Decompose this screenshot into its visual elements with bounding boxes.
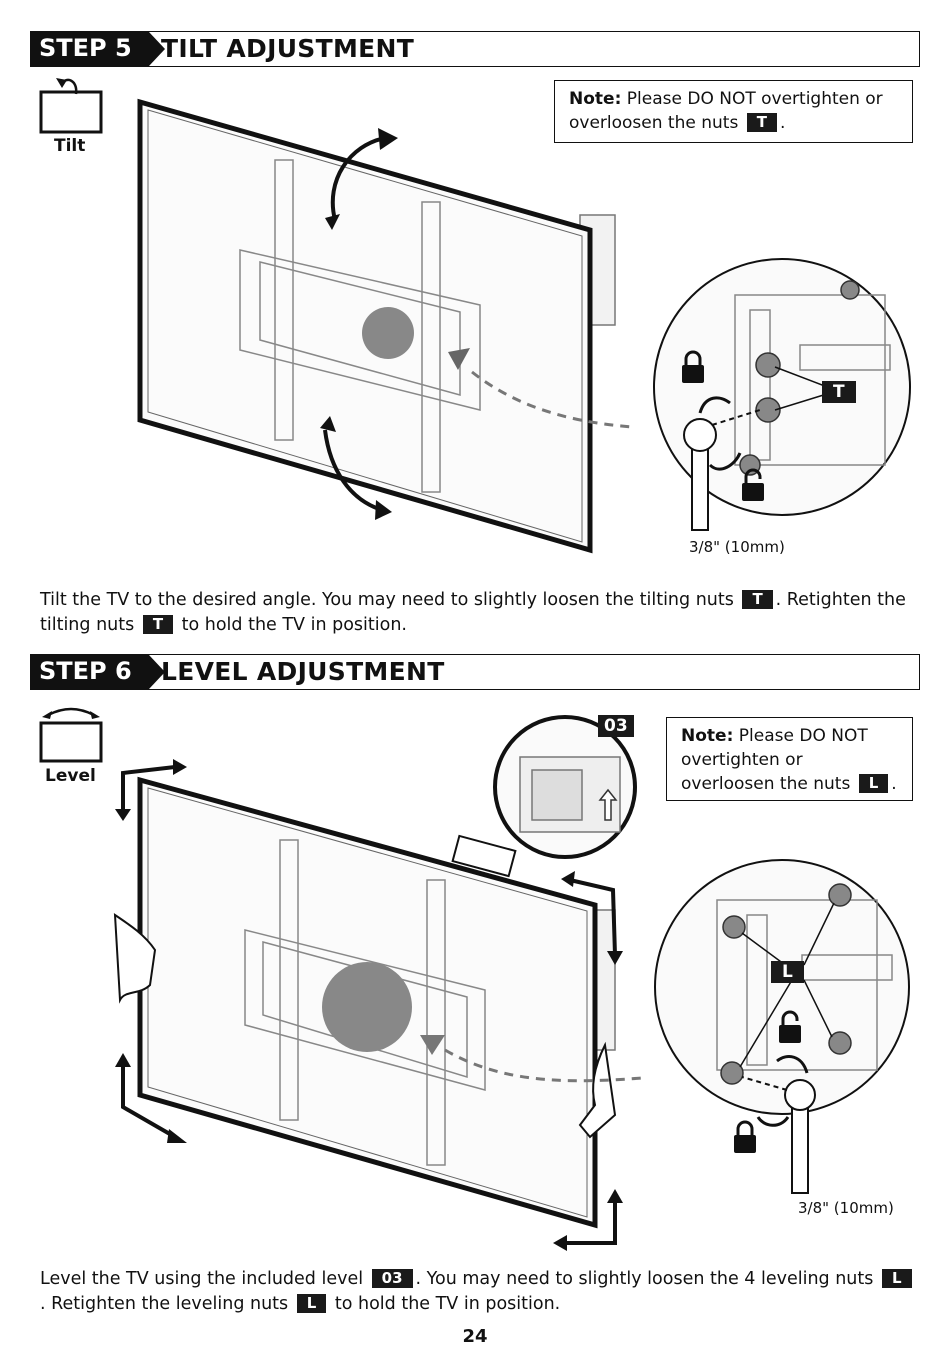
step5-instruction: Tilt the TV to the desired angle. You ma… bbox=[40, 588, 920, 638]
step6-note-text: Please DO NOT overtighten or overloosen … bbox=[681, 726, 868, 794]
level-icon-label: Level bbox=[45, 766, 96, 786]
step5-note-prefix: Note: bbox=[569, 89, 622, 109]
step6-tool-size: 3/8" (10mm) bbox=[798, 1199, 894, 1217]
step6-instruction-part3: . Retighten the leveling nuts bbox=[40, 1294, 289, 1314]
step6-header: STEP 6 LEVEL ADJUSTMENT bbox=[30, 654, 920, 690]
step6-instruction-badge1: 03 bbox=[371, 1269, 413, 1288]
step6-instruction-part4: to hold the TV in position. bbox=[334, 1294, 561, 1314]
tv-level-illustration bbox=[113, 759, 645, 1251]
step5-instruction-part3: to hold the TV in position. bbox=[181, 615, 407, 635]
step5-note: Note: Please DO NOT overtighten or overl… bbox=[554, 80, 913, 143]
step6-note: Note: Please DO NOT overtighten or overl… bbox=[666, 717, 913, 801]
lock-icon bbox=[734, 1120, 756, 1153]
step5-nut-callout bbox=[653, 258, 911, 531]
step6-nut-callout bbox=[654, 859, 910, 1194]
step6-tag: STEP 6 bbox=[31, 655, 165, 689]
step5-instruction-part1: Tilt the TV to the desired angle. You ma… bbox=[40, 590, 734, 610]
tilt-icon-label: Tilt bbox=[54, 136, 86, 156]
level-detail-callout bbox=[493, 715, 637, 859]
step5-instruction-badge1: T bbox=[742, 590, 773, 609]
step6-note-prefix: Note: bbox=[681, 726, 734, 746]
step6-instruction-part2: . You may need to slightly loosen the 4 … bbox=[415, 1269, 874, 1289]
step6-instruction: Level the TV using the included level 03… bbox=[40, 1267, 920, 1317]
step6-instruction-badge3: L bbox=[296, 1294, 327, 1313]
step5-note-badge: T bbox=[746, 113, 777, 132]
step5-title: TILT ADJUSTMENT bbox=[161, 34, 415, 63]
tilt-icon bbox=[39, 78, 103, 134]
step5-header: STEP 5 TILT ADJUSTMENT bbox=[30, 31, 920, 67]
level-icon bbox=[39, 707, 103, 763]
step6-title: LEVEL ADJUSTMENT bbox=[161, 657, 445, 686]
unlock-icon bbox=[779, 1010, 801, 1043]
lock-icon bbox=[682, 350, 704, 383]
step6-instruction-part1: Level the TV using the included level bbox=[40, 1269, 364, 1289]
step5-note-end: . bbox=[779, 113, 786, 133]
step5-instruction-badge2: T bbox=[142, 615, 174, 634]
step5-note-text: Please DO NOT overtighten or overloosen … bbox=[569, 89, 883, 133]
tv-tilt-illustration bbox=[137, 98, 630, 554]
page-number: 24 bbox=[462, 1326, 488, 1347]
step5-tag: STEP 5 bbox=[31, 32, 165, 66]
step6-note-end: . bbox=[891, 774, 897, 794]
level-callout-badge: 03 bbox=[598, 715, 634, 737]
step5-instruction-part2: . Retighten the tilting nuts bbox=[40, 590, 906, 635]
unlock-icon bbox=[742, 468, 764, 501]
step6-callout-badge: L bbox=[771, 961, 804, 983]
step5-tool-size: 3/8" (10mm) bbox=[689, 538, 785, 556]
step6-note-badge: L bbox=[858, 774, 889, 793]
step6-instruction-badge2: L bbox=[881, 1269, 912, 1288]
step5-callout-badge: T bbox=[822, 381, 856, 403]
